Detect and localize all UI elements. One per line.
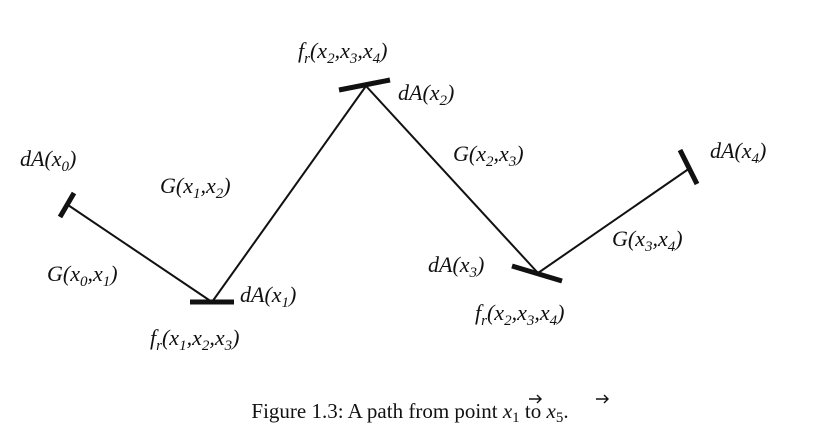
label-da-x2: dA(x2) [398,80,454,109]
figure-caption: Figure 1.3: A path from point x1 to x5. [251,399,568,426]
path-segment-x1-x2 [211,85,367,303]
surface-patch-x0 [57,191,77,219]
vector-arrow-start [529,394,542,404]
label-g-x3-x4: G(x3,x4) [612,226,683,255]
surface-patch-x4 [677,148,700,186]
label-da-x3: dA(x3) [428,252,484,281]
label-da-x4: dA(x4) [710,138,766,167]
label-da-x0: dA(x0) [20,146,76,175]
surface-patch-x3 [511,263,563,284]
surface-patch-x2 [338,77,391,93]
label-fr-x2-x3-x4-top: fr(x2,x3,x4) [298,38,387,67]
label-g-x1-x2: G(x1,x2) [160,173,231,202]
path-segment-x3-x4 [537,167,691,274]
label-da-x1: dA(x1) [240,282,296,311]
path-segment-x2-x3 [365,85,539,274]
path-segment-x0-x1 [67,204,213,303]
label-g-x0-x1: G(x0,x1) [47,261,118,290]
label-fr-x1-x2-x3: fr(x1,x2,x3) [150,325,239,354]
label-fr-x2-x3-x4-bottom: fr(x2,x3,x4) [475,300,564,329]
vector-arrow-end [596,394,609,404]
label-g-x2-x3: G(x2,x3) [453,141,524,170]
